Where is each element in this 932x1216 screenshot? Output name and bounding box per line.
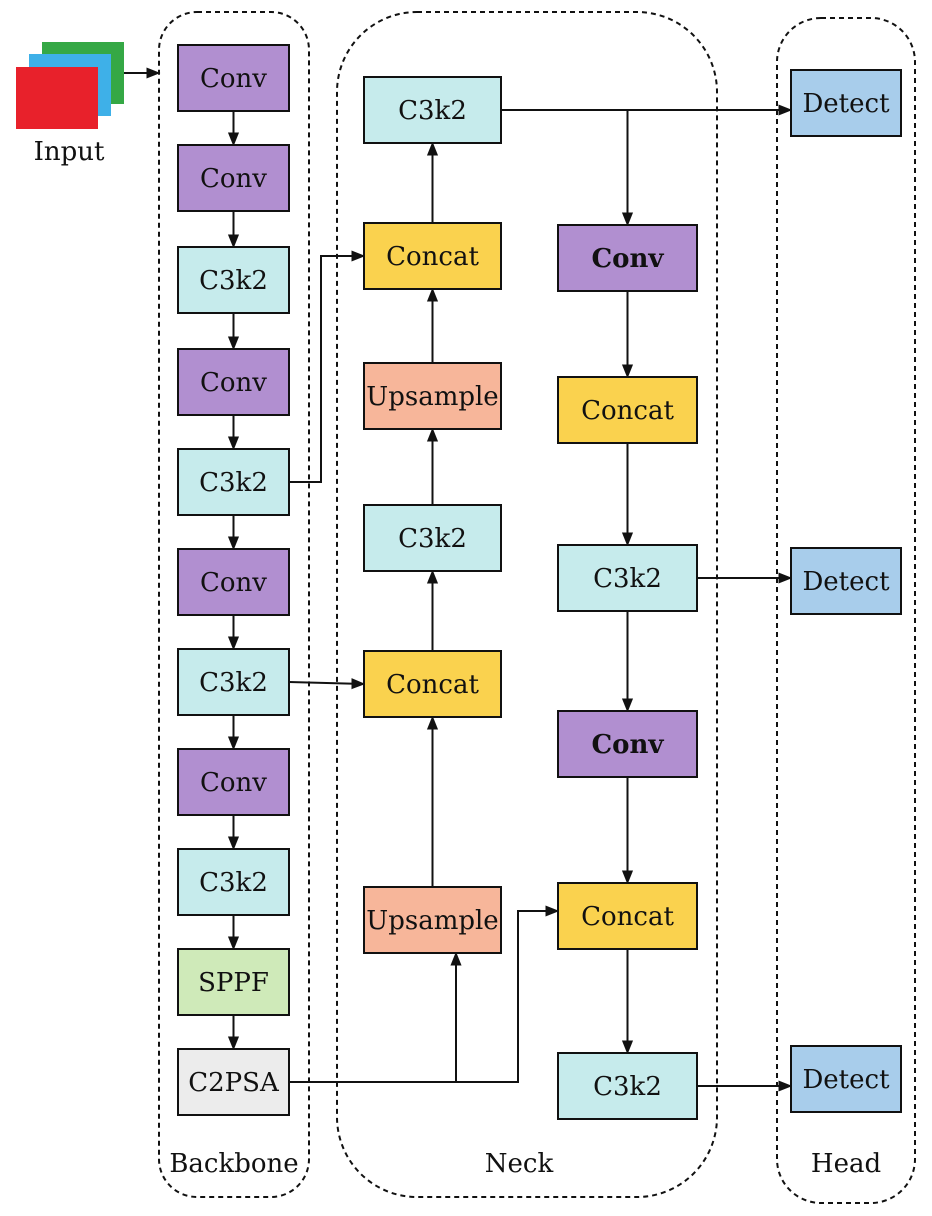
backbone-conv-block-1	[177, 44, 290, 112]
neck-left-upsample-block-6	[363, 886, 502, 954]
neck-right-conv-label-1: Conv	[591, 244, 664, 274]
backbone-conv-label-1: Conv	[200, 64, 267, 94]
neck-left-c3k2-block-1	[363, 76, 502, 144]
skip-c2psa-to-concat	[289, 905, 560, 1083]
neck-left-upsample-block-3	[363, 362, 502, 430]
neck-left-c3k2-block-4	[363, 504, 502, 572]
head-detect-label-3: Detect	[802, 1065, 890, 1095]
neck-right-concat-label-2: Concat	[581, 396, 674, 426]
neck-right-conv-block-1	[557, 224, 698, 292]
skip-c3k2-p3-to-concat	[288, 678, 366, 690]
neck-left-concat-block-2	[363, 222, 502, 290]
input-layer-red	[16, 67, 98, 129]
backbone-c3k2-block-9	[177, 848, 290, 916]
head-detect-label-1: Detect	[802, 89, 890, 119]
backbone-c3k2-label-3: C3k2	[199, 266, 268, 296]
head-detect-block-2	[790, 547, 902, 615]
neck-right-c3k2-block-6	[557, 1052, 698, 1120]
neck-left-concat-block-5	[363, 650, 502, 718]
backbone-c3k2-block-7	[177, 648, 290, 716]
input-label: Input	[34, 137, 105, 167]
backbone-c3k2-label-5: C3k2	[199, 468, 268, 498]
neck-right-conv-block-4	[557, 710, 698, 778]
backbone-c3k2-block-5	[177, 448, 290, 516]
neck-left-concat-label-2: Concat	[386, 242, 479, 272]
neck-left-c3k2-label-1: C3k2	[398, 96, 467, 126]
backbone-conv-block-2	[177, 144, 290, 212]
head-label: Head	[811, 1149, 881, 1179]
layer-blocks: ConvConvC3k2ConvC3k2ConvC3k2ConvC3k2SPPF…	[177, 44, 902, 1120]
neck-left-concat-label-5: Concat	[386, 670, 479, 700]
backbone-conv-label-4: Conv	[200, 368, 267, 398]
backbone-group	[158, 11, 310, 1198]
neck-right-concat-label-5: Concat	[581, 902, 674, 932]
backbone-c2psa-block-11	[177, 1048, 290, 1116]
neck-right-conv-label-4: Conv	[591, 730, 664, 760]
backbone-conv-block-6	[177, 548, 290, 616]
backbone-c3k2-block-3	[177, 246, 290, 314]
neck-right-concat-block-5	[557, 882, 698, 950]
head-detect-block-1	[790, 69, 902, 137]
head-detect-label-2: Detect	[802, 567, 890, 597]
backbone-conv-label-6: Conv	[200, 568, 267, 598]
neck-right-c3k2-label-6: C3k2	[593, 1072, 662, 1102]
neck-group	[336, 11, 718, 1198]
neck-right-c3k2-block-3	[557, 544, 698, 612]
neck-right-c3k2-label-3: C3k2	[593, 564, 662, 594]
head-detect-block-3	[790, 1045, 902, 1113]
neck-left-upsample-label-6: Upsample	[366, 906, 498, 936]
head-group	[776, 17, 916, 1204]
neck-right-concat-block-2	[557, 376, 698, 444]
connection-wires	[227, 104, 793, 1092]
skip-c3k2-p4-to-concat	[289, 250, 366, 483]
backbone-conv-label-8: Conv	[200, 768, 267, 798]
backbone-conv-block-4	[177, 348, 290, 416]
backbone-conv-label-2: Conv	[200, 164, 267, 194]
backbone-c3k2-label-7: C3k2	[199, 668, 268, 698]
neck-left-upsample-label-3: Upsample	[366, 382, 498, 412]
backbone-sppf-block-10	[177, 948, 290, 1016]
neck-label: Neck	[485, 1149, 554, 1179]
backbone-conv-block-8	[177, 748, 290, 816]
input-stack-icon	[16, 42, 124, 129]
backbone-c2psa-label-11: C2PSA	[188, 1068, 280, 1098]
neck-left-c3k2-label-4: C3k2	[398, 524, 467, 554]
backbone-c3k2-label-9: C3k2	[199, 868, 268, 898]
backbone-sppf-label-10: SPPF	[198, 968, 269, 998]
backbone-label: Backbone	[169, 1149, 298, 1179]
